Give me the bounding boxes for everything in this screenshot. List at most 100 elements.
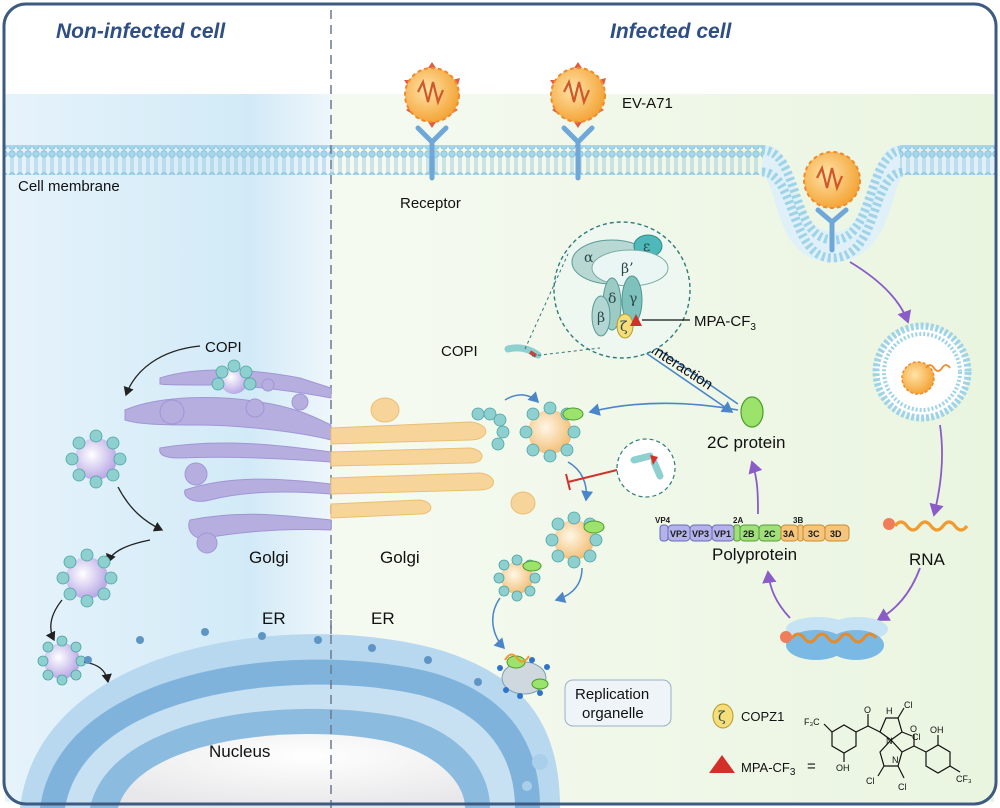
inhibited-copi-zoom [616, 438, 676, 498]
er-right-label: ER [371, 609, 395, 628]
legend-mpa-triangle [709, 755, 735, 773]
subunit-beta-prime: β’ [621, 261, 634, 277]
segment-label: 3D [830, 529, 842, 539]
copi-vesicle-2c [545, 511, 605, 569]
copi-vesicle [37, 635, 87, 686]
subunit-delta: δ [608, 291, 616, 307]
legend-mpa-label: MPA-CF3 [741, 760, 796, 778]
uncoating-arrow [929, 424, 944, 517]
svg-text:N: N [886, 736, 893, 746]
legend-copz1-glyph: ζ [718, 709, 726, 725]
virus-label: EV-A71 [622, 95, 673, 112]
segment-label: 3B [793, 516, 803, 525]
svg-text:O: O [910, 724, 917, 734]
svg-text:N: N [892, 755, 899, 765]
svg-text:Cl: Cl [898, 782, 907, 792]
cell-membrane-label: Cell membrane [18, 178, 120, 195]
receptor [815, 207, 849, 253]
golgi-left [124, 369, 332, 554]
translation-arrow [876, 567, 921, 621]
legend: ζ COPZ1 MPA-CF3 = F₃C OH [709, 700, 972, 792]
segment-label: VP2 [670, 529, 687, 539]
copi-arrow-left [117, 486, 164, 532]
segment-3d [824, 524, 850, 542]
recruit-arrow [588, 402, 739, 416]
copi-coat-fragment [504, 344, 542, 359]
legend-copz1-label: COPZ1 [741, 709, 784, 724]
nucleus-label: Nucleus [209, 742, 270, 761]
svg-text:Cl: Cl [904, 700, 913, 710]
segment-label: 2B [743, 529, 755, 539]
segment-label: VP4 [655, 516, 671, 525]
golgi-left-label: Golgi [249, 548, 289, 567]
subunit-gamma: γ [629, 291, 637, 307]
receptor [561, 125, 595, 181]
entry-arrow [849, 261, 912, 324]
replication-label-box [564, 679, 672, 727]
golgi-right-label: Golgi [380, 548, 420, 567]
inhibitor-label: MPA-CF3 [694, 313, 756, 333]
svg-text:O: O [864, 705, 871, 715]
subunit-zeta: ζ [620, 319, 628, 335]
virus-particle [404, 62, 460, 128]
cleavage-arrow [748, 460, 763, 515]
copi-vesicle [56, 548, 118, 608]
segment-label: VP3 [692, 529, 709, 539]
ribosome [780, 617, 888, 660]
copi-complex-zoom: α ε β’ δ γ β ζ [553, 221, 691, 359]
polyprotein-arrow [762, 570, 791, 619]
polyprotein-label: Polyprotein [712, 545, 797, 564]
polyprotein: VP4 2A 3B VP2 VP3 VP1 2B 2C 3A 3C 3D [655, 516, 850, 542]
golgi-right [330, 397, 536, 519]
svg-text:Cl: Cl [866, 776, 875, 786]
vesicle-arrow [554, 567, 583, 604]
legend-copz1-symbol [712, 703, 734, 729]
nucleus-er [20, 620, 560, 808]
virus-particle [550, 62, 606, 128]
replication-organelle [497, 653, 550, 699]
subunit-alpha: α [584, 250, 594, 266]
chemical-atoms: F₃C OH O H N Cl Cl Cl Cl N O OH CF₃ [804, 700, 972, 792]
copi-vesicle-2c [493, 554, 542, 602]
protein-2c [740, 396, 764, 428]
copi-vesicle [211, 359, 257, 394]
interaction-arrow [629, 341, 734, 413]
subunit-beta: β [597, 310, 605, 326]
svg-text:Cl: Cl [912, 732, 921, 742]
copi-label-right: COPI [441, 343, 478, 360]
copi-vesicle-2c [519, 401, 584, 463]
copi-label-left: COPI [205, 339, 242, 356]
receptor-label: Receptor [400, 195, 461, 212]
subunit-epsilon: ε [643, 239, 650, 255]
rna-label: RNA [909, 550, 946, 569]
endosome [872, 322, 972, 422]
segment-label: 2A [733, 516, 743, 525]
svg-text:H: H [886, 706, 893, 716]
segment-label: 3C [808, 529, 820, 539]
inhibitor-triangle [630, 314, 642, 326]
legend-equals: = [807, 758, 816, 775]
receptor [415, 125, 449, 181]
viral-rna [883, 518, 969, 532]
copi-arrow-left [45, 599, 63, 642]
svg-text:OH: OH [930, 725, 944, 735]
copi-vesicle [65, 429, 127, 489]
copi-coat-on-golgi [471, 407, 510, 451]
replication-label-line2: organelle [582, 705, 644, 722]
segment-label: 2C [764, 529, 776, 539]
vesicle-arrow [492, 597, 506, 650]
chemical-structure [823, 707, 961, 779]
svg-text:OH: OH [836, 763, 850, 773]
right-panel-title: Infected cell [610, 20, 733, 43]
segment-label: VP1 [714, 529, 731, 539]
vesicle-arrow [504, 391, 540, 404]
left-panel-title: Non-infected cell [56, 20, 226, 43]
segment-label: 3A [783, 529, 795, 539]
er-left-label: ER [262, 609, 286, 628]
svg-text:F₃C: F₃C [804, 717, 820, 727]
replication-label-line1: Replication [575, 686, 649, 703]
svg-text:CF₃: CF₃ [956, 774, 972, 784]
virus-particle [803, 151, 861, 209]
